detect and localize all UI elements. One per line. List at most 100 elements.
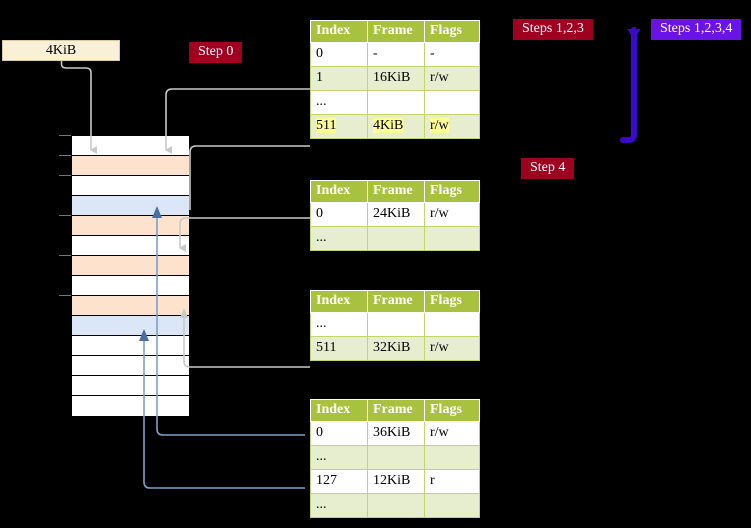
- cell-index: 1: [310, 66, 368, 91]
- badge-steps-123-label: Steps 1,2,3: [522, 21, 584, 36]
- cell-flags: [424, 312, 480, 337]
- table-row[interactable]: ...: [310, 493, 480, 518]
- column-header-index: Index: [310, 20, 368, 43]
- memory-frame-row[interactable]: [72, 336, 189, 356]
- cell-index: ...: [310, 445, 368, 470]
- column-header-frame: Frame: [367, 399, 425, 422]
- memory-frame-row[interactable]: [72, 216, 189, 236]
- cell-frame: 16KiB: [367, 66, 425, 91]
- cell-index: 511: [310, 336, 368, 361]
- table-row[interactable]: 0--: [310, 42, 480, 67]
- cell-flags: r/w: [424, 421, 480, 446]
- cell-flags: r/w: [424, 202, 480, 227]
- column-header-flags: Flags: [424, 20, 480, 43]
- memory-frame-row[interactable]: [72, 196, 189, 216]
- memory-frame-row[interactable]: [72, 356, 189, 376]
- memory-block-label: 4KiB: [45, 42, 77, 58]
- physical-memory-grid: [71, 135, 190, 416]
- grid-tick: [59, 295, 71, 296]
- wire-table3-row511-to-grid: [180, 308, 310, 368]
- memory-frame-row[interactable]: [72, 176, 189, 196]
- cell-index: 0: [310, 421, 368, 446]
- table-row[interactable]: ...: [310, 312, 480, 337]
- cell-index: 127: [310, 469, 368, 494]
- wire-table2-row0-to-grid: [178, 217, 310, 252]
- memory-frame-row[interactable]: [72, 136, 189, 156]
- column-header-index: Index: [310, 399, 368, 422]
- cell-index: ...: [310, 312, 368, 337]
- cell-flags: -: [424, 42, 480, 67]
- column-header-frame: Frame: [367, 20, 425, 43]
- cell-frame: 36KiB: [367, 421, 425, 446]
- badge-steps-1234: Steps 1,2,3,4: [651, 19, 742, 40]
- cell-frame: -: [367, 42, 425, 67]
- cell-flags: r/w: [424, 66, 480, 91]
- column-header-flags: Flags: [424, 180, 480, 203]
- cell-index: 511: [310, 114, 368, 139]
- column-header-index: Index: [310, 180, 368, 203]
- cell-index: 0: [310, 202, 368, 227]
- memory-frame-row[interactable]: [72, 396, 189, 416]
- cell-flags: [424, 445, 480, 470]
- cell-index: ...: [310, 226, 368, 251]
- cell-frame: 12KiB: [367, 469, 425, 494]
- column-header-index: Index: [310, 290, 368, 313]
- wire-table1-row511-to-grid: [189, 145, 310, 210]
- cell-index: ...: [310, 90, 368, 115]
- badge-step-0-label: Step 0: [198, 44, 234, 59]
- table-row[interactable]: ...: [310, 445, 480, 470]
- badge-steps-1234-label: Steps 1,2,3,4: [660, 21, 733, 36]
- badge-steps-123: Steps 1,2,3: [513, 19, 593, 40]
- grid-tick: [59, 215, 71, 216]
- cell-flags: r/w: [424, 114, 480, 139]
- memory-frame-row[interactable]: [72, 256, 189, 276]
- grid-tick: [59, 255, 71, 256]
- memory-frame-row[interactable]: [72, 156, 189, 176]
- cell-flags: r: [424, 469, 480, 494]
- memory-frame-row[interactable]: [72, 376, 189, 396]
- cell-flags: [424, 90, 480, 115]
- grid-tick: [59, 175, 71, 176]
- grid-tick: [59, 155, 71, 156]
- cell-frame: 24KiB: [367, 202, 425, 227]
- memory-frame-row[interactable]: [72, 276, 189, 296]
- memory-frame-row[interactable]: [72, 296, 189, 316]
- cell-flags: [424, 226, 480, 251]
- memory-frame-row[interactable]: [72, 316, 189, 336]
- column-header-flags: Flags: [424, 399, 480, 422]
- cell-flags: r/w: [424, 336, 480, 361]
- cell-frame: [367, 312, 425, 337]
- table-row[interactable]: ...: [310, 90, 480, 115]
- cell-frame: 4KiB: [367, 114, 425, 139]
- badge-step-4-label: Step 4: [530, 160, 566, 175]
- cell-flags: [424, 493, 480, 518]
- memory-block-4kib: 4KiB: [2, 40, 120, 61]
- column-header-frame: Frame: [367, 290, 425, 313]
- cell-frame: 32KiB: [367, 336, 425, 361]
- grid-tick: [59, 135, 71, 136]
- arrow-steps-1234-loop: [620, 27, 641, 143]
- cell-frame: [367, 226, 425, 251]
- cell-index: ...: [310, 493, 368, 518]
- table-row[interactable]: ...: [310, 226, 480, 251]
- memory-frame-row[interactable]: [72, 236, 189, 256]
- badge-step-4: Step 4: [521, 158, 575, 179]
- badge-step-0: Step 0: [189, 42, 243, 63]
- column-header-frame: Frame: [367, 180, 425, 203]
- cell-frame: [367, 445, 425, 470]
